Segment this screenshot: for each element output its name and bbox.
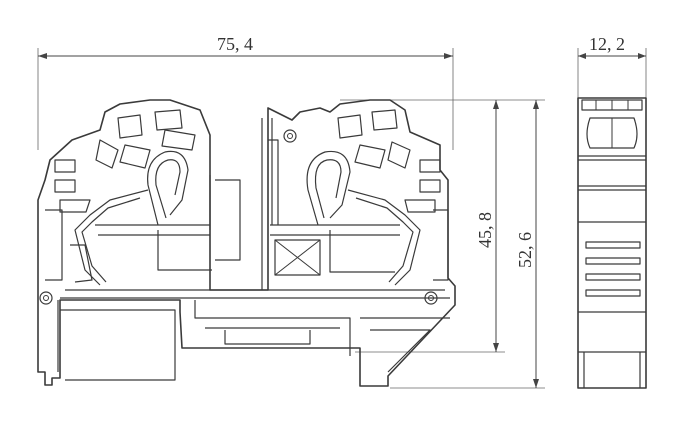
side-oval-opening	[586, 117, 638, 149]
dimension-depth: 12, 2	[577, 34, 647, 98]
height-inner-label: 45, 8	[475, 212, 495, 248]
terminal-side-view	[577, 97, 647, 389]
height-total-label: 52, 6	[515, 232, 535, 268]
left-clamp	[45, 109, 241, 286]
mount-hole-right	[424, 291, 438, 305]
side-grip-ribs	[585, 241, 641, 297]
center-wall	[261, 118, 273, 290]
mount-hole-left	[39, 291, 53, 305]
dimension-width: 75, 4	[37, 34, 454, 150]
mounting-rail	[57, 300, 450, 381]
side-outline	[577, 97, 647, 389]
dimension-height-total: 52, 6	[390, 99, 545, 389]
test-hole	[283, 129, 297, 143]
width-label: 75, 4	[217, 34, 253, 54]
depth-label: 12, 2	[589, 34, 625, 54]
terminal-front-view	[37, 99, 456, 387]
housing-outline	[37, 99, 456, 387]
right-clamp	[268, 109, 449, 286]
